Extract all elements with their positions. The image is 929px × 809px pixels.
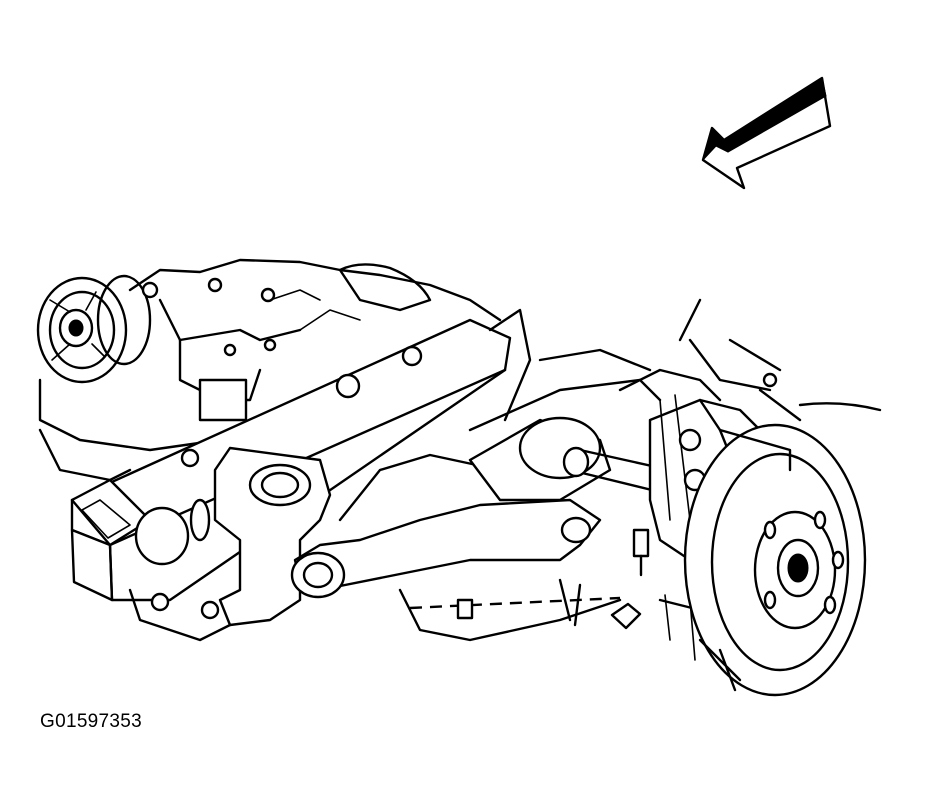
stabilizer-link xyxy=(610,528,650,630)
lower-control-arm xyxy=(290,453,622,642)
forward-direction-arrow-icon xyxy=(701,76,832,190)
shock-absorber xyxy=(468,308,672,502)
brake-rotor xyxy=(683,423,867,697)
figure-id-label: G01597353 xyxy=(40,711,143,732)
crossmember-bracket xyxy=(128,446,332,642)
upper-control-arm xyxy=(618,298,882,422)
frame-rail xyxy=(70,318,512,602)
engine-block xyxy=(38,258,502,482)
engine-pulley xyxy=(36,274,152,384)
